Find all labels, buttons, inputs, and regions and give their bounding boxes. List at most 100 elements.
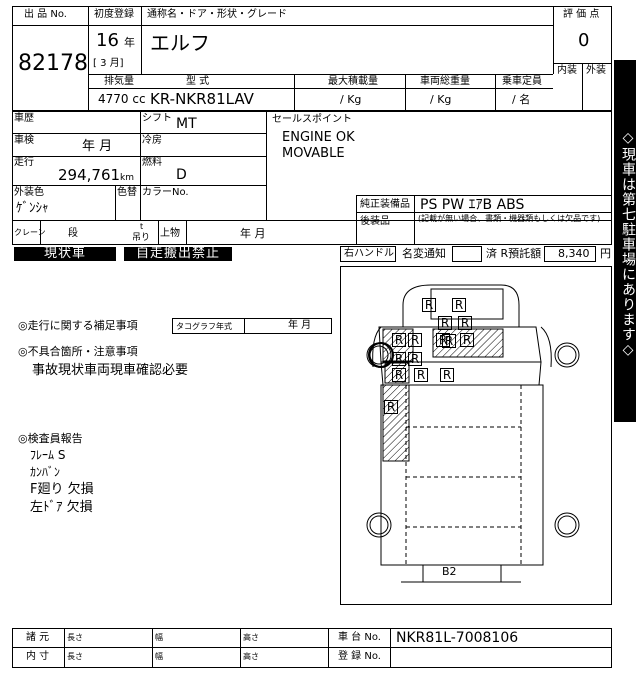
recycle-box: [544, 246, 596, 262]
color-no-label: カラーNo.: [142, 187, 189, 198]
capacity-value: / 名: [512, 93, 531, 106]
color-change-label: 色替: [117, 187, 137, 198]
footer-frame: [12, 628, 612, 668]
gross-weight-label: 車両総重量: [420, 76, 470, 87]
length-label-1: 長さ: [67, 633, 83, 642]
mileage-label: 走行: [14, 157, 34, 168]
inspection-label: 車検: [14, 135, 34, 146]
chassis-number: NKR81L-7008106: [396, 630, 519, 646]
first-reg-year-unit: 年: [124, 36, 135, 49]
color-value: ｹﾞﾝｼｬ: [16, 201, 49, 216]
chassis-label: 車 台 No.: [338, 632, 381, 643]
aftermarket-label: 後装品: [360, 216, 390, 227]
rear-label: B2: [442, 565, 457, 578]
lot-label: 出 品 No.: [24, 9, 67, 20]
exterior-label: 外装: [586, 65, 606, 76]
damage-mark-1: R: [424, 298, 434, 312]
driving-notes-label: ◎走行に関する補足事項: [18, 319, 138, 332]
crane-t: t: [140, 222, 144, 231]
upper-label: 上物: [160, 228, 180, 239]
model-value: KR-NKR81LAV: [150, 90, 254, 108]
rhd-box: [340, 246, 396, 262]
score-value: 0: [578, 30, 590, 51]
mileage-unit: km: [120, 173, 134, 183]
dimensions-label: 諸 元: [26, 632, 50, 643]
inspector-line-4: 左ﾄﾞｱ 欠損: [30, 500, 93, 515]
equipment-value: PS PW ｴｱB ABS: [420, 197, 525, 213]
damage-mark-12: R: [394, 368, 404, 382]
mileage-value: 294,761: [58, 166, 121, 184]
recycle-label: 済 R預託額: [486, 247, 542, 260]
first-reg-year: 16: [96, 30, 119, 51]
damage-mark-6: R: [410, 333, 420, 347]
damage-mark-3: R: [440, 316, 450, 330]
sales-point-line-1: ENGINE OK: [282, 130, 355, 145]
score-label: 評 価 点: [563, 9, 600, 20]
name-change-label: 名変通知: [402, 247, 446, 260]
first-reg-label: 初度登録: [94, 9, 134, 20]
first-reg-month: [ 3 月]: [93, 58, 124, 69]
model-label: 型 式: [186, 76, 210, 87]
width-label-2: 幅: [155, 652, 163, 661]
parking-notice-sidebar: ◇現車は第七駐車場にあります◇: [614, 60, 636, 422]
tacho-value: 年 月: [288, 320, 312, 331]
tacho-label: タコグラフ年式: [176, 322, 232, 331]
damage-mark-14: R: [442, 368, 452, 382]
damage-mark-15: R: [386, 400, 396, 414]
no-self-drive-badge: 自走搬出禁止: [124, 247, 232, 261]
details-frame: [12, 111, 612, 245]
sales-point-line-2: MOVABLE: [282, 146, 345, 161]
damage-mark-11: R: [444, 334, 454, 348]
damage-mark-4: R: [460, 316, 470, 330]
recycle-unit: 円: [600, 247, 611, 260]
height-label-1: 高さ: [243, 633, 259, 642]
shift-value: MT: [176, 116, 197, 132]
truck-diagram: [366, 284, 580, 583]
crane-lift: 吊り: [132, 233, 151, 243]
capacity-label: 乗車定員: [502, 76, 542, 87]
rhd-label: 右ハンドル: [344, 248, 394, 259]
inspector-line-3: F廻り 欠損: [30, 482, 94, 497]
recycle-amount: 8,340: [558, 247, 590, 260]
displacement-label: 排気量: [104, 76, 134, 87]
displacement-value: 4770 cc: [98, 92, 146, 106]
inspector-label: ◎検査員報告: [18, 432, 83, 445]
damage-diagram: [340, 266, 612, 605]
damage-mark-5: R: [394, 333, 404, 347]
header-frame: [12, 6, 612, 111]
crane-label: クレーン: [14, 228, 46, 237]
upper-value: 年 月: [240, 227, 266, 240]
length-label-2: 長さ: [67, 652, 83, 661]
damage-mark-2: R: [454, 298, 464, 312]
width-label-1: 幅: [155, 633, 163, 642]
interior-label: 内装: [557, 65, 577, 76]
damage-mark-7: R: [438, 333, 448, 347]
shift-label: シフト: [142, 113, 172, 124]
lot-number: 82178: [18, 51, 88, 76]
aftermarket-note: (記載が無い場合、書類・機器類もしくは欠品です): [418, 214, 601, 223]
registration-label: 登 録 No.: [338, 651, 381, 662]
inspection-value: 年 月: [82, 139, 113, 154]
gross-weight-value: / Kg: [430, 93, 452, 106]
max-load-value: / Kg: [340, 93, 362, 106]
ac-label: 冷房: [142, 135, 162, 146]
damage-mark-9: R: [394, 352, 404, 366]
fuel-label: 燃料: [142, 157, 162, 168]
damage-mark-8: R: [462, 333, 472, 347]
crane-value: 段: [68, 228, 78, 239]
fuel-value: D: [176, 167, 187, 183]
vehicle-name: エルフ: [150, 31, 210, 55]
defect-notes-label: ◎不具合箇所・注意事項: [18, 345, 138, 358]
equipment-label: 純正装備品: [360, 199, 410, 210]
inner-dimensions-label: 内 寸: [26, 651, 50, 662]
as-is-badge: 現状車: [14, 247, 116, 261]
history-label: 車歴: [14, 113, 34, 124]
max-load-label: 最大積載量: [328, 76, 378, 87]
sales-point-label: セールスポイント: [272, 114, 352, 125]
damage-mark-13: R: [416, 368, 426, 382]
damage-mark-10: R: [410, 352, 420, 366]
height-label-2: 高さ: [243, 652, 259, 661]
defect-text: 事故現状車両現車確認必要: [32, 363, 189, 378]
inspector-line-2: ｶﾝﾊﾞﾝ: [30, 465, 61, 479]
color-label: 外装色: [14, 187, 44, 198]
